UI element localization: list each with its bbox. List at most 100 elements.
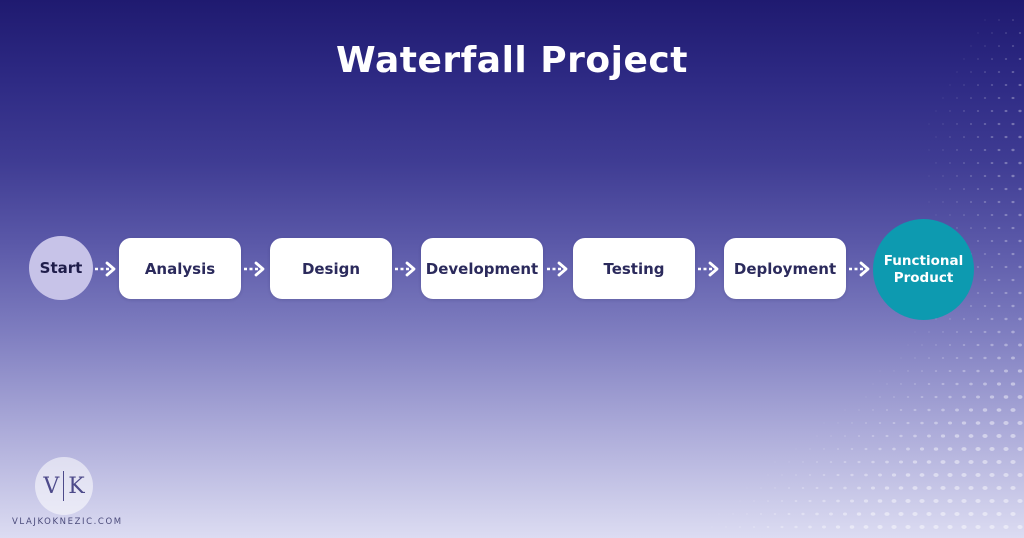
pattern-dot (969, 305, 973, 307)
pattern-dot (982, 512, 988, 516)
pattern-dot (956, 227, 958, 229)
pattern-dot (968, 486, 974, 490)
pattern-dot (997, 71, 1001, 73)
pattern-dot (996, 382, 1002, 386)
pattern-dot (877, 525, 883, 529)
pattern-dot (976, 84, 980, 86)
pattern-dot (990, 343, 994, 347)
pattern-dot (942, 97, 944, 99)
pattern-dot (1010, 512, 1016, 516)
pattern-dot (983, 382, 987, 386)
pattern-dot (1003, 395, 1009, 399)
pattern-dot (983, 305, 987, 307)
pattern-dot (1018, 343, 1022, 347)
arrow-icon (547, 261, 568, 277)
pattern-dot (1004, 83, 1008, 87)
pattern-dot (962, 369, 966, 373)
pattern-dot (969, 331, 973, 333)
pattern-dot (928, 201, 930, 203)
pattern-dot (962, 344, 966, 346)
arrow-icon (95, 261, 116, 277)
pattern-dot (1003, 525, 1009, 529)
pattern-dot (935, 318, 937, 320)
step-design: Design (270, 238, 392, 299)
pattern-dot (1011, 148, 1015, 152)
pattern-dot (975, 473, 981, 477)
pattern-dot (941, 408, 945, 412)
pattern-dot (990, 84, 994, 86)
pattern-dot (1011, 70, 1015, 74)
pattern-dot (753, 500, 755, 502)
pattern-dot (940, 460, 946, 464)
pattern-dot (928, 149, 930, 151)
pattern-dot (934, 395, 938, 399)
pattern-dot (990, 266, 994, 268)
pattern-dot (816, 435, 818, 437)
pattern-dot (955, 382, 959, 386)
pattern-dot (956, 201, 958, 203)
pattern-dot (928, 175, 930, 177)
pattern-dot (989, 447, 995, 451)
pattern-dot (822, 499, 826, 503)
pattern-dot (1011, 45, 1015, 47)
pattern-dot (976, 240, 980, 242)
pattern-dot (912, 460, 918, 464)
pattern-dot (955, 331, 959, 333)
pattern-dot (1017, 395, 1023, 399)
pattern-dot (982, 408, 988, 412)
pattern-dot (1003, 447, 1009, 451)
pattern-dot (933, 525, 939, 529)
pattern-dot (955, 356, 959, 360)
pattern-dot (1018, 265, 1022, 269)
pattern-dot (870, 486, 876, 490)
pattern-dot (947, 473, 953, 477)
pattern-dot (921, 344, 923, 346)
pattern-dot (983, 175, 987, 177)
pattern-dot (746, 513, 748, 515)
pattern-dot (949, 318, 951, 320)
pattern-dot (976, 318, 980, 320)
pattern-dot (913, 383, 917, 385)
pattern-dot (808, 499, 812, 503)
pattern-dot (949, 188, 951, 190)
pattern-dot (1011, 174, 1015, 178)
pattern-dot (780, 525, 784, 529)
pattern-dot (836, 473, 840, 477)
pattern-dot (865, 396, 867, 398)
pattern-dot (949, 110, 951, 112)
pattern-dot (899, 434, 903, 438)
pattern-dot (766, 500, 770, 502)
pattern-dot (1017, 499, 1023, 503)
pattern-dot (837, 422, 839, 424)
pattern-dot (961, 525, 967, 529)
pattern-dot (997, 200, 1001, 204)
pattern-dot (794, 525, 798, 529)
pattern-dot (891, 473, 897, 477)
pattern-dot (990, 58, 994, 60)
pattern-dot (1004, 265, 1008, 269)
step-testing: Testing (573, 238, 695, 299)
pattern-dot (989, 499, 995, 503)
pattern-dot (898, 460, 904, 464)
pattern-dot (976, 136, 980, 138)
pattern-dot (718, 513, 720, 515)
pattern-dot (941, 357, 945, 359)
pattern-dot (1004, 317, 1008, 321)
pattern-dot (899, 409, 903, 411)
pattern-dot (976, 110, 980, 112)
pattern-dot (774, 487, 776, 489)
pattern-dot (1003, 421, 1009, 425)
pattern-dot (969, 356, 973, 360)
pattern-dot (969, 201, 973, 203)
pattern-dot (947, 421, 953, 425)
pattern-dot (808, 474, 812, 476)
pattern-dot (998, 19, 1000, 21)
pattern-dot (927, 408, 931, 412)
pattern-dot (835, 525, 841, 529)
pattern-dot (990, 317, 994, 321)
pattern-dot (900, 383, 902, 385)
pattern-dot (919, 525, 925, 529)
pattern-dot (781, 474, 783, 476)
